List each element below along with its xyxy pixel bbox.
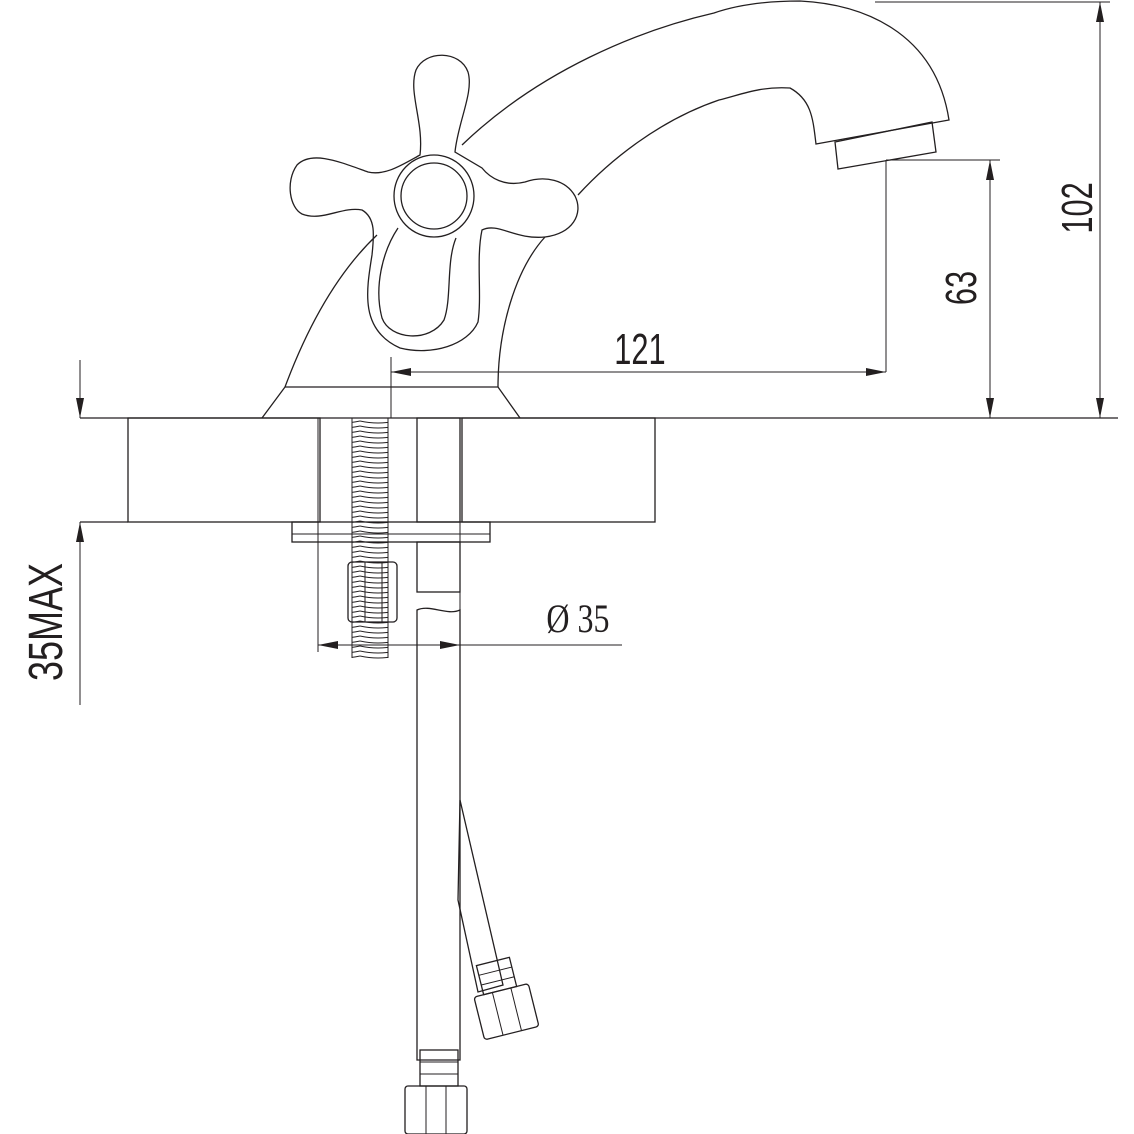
dimension-label-121: 121 xyxy=(614,326,665,375)
dimension-label-35max: 35MAX xyxy=(19,563,72,681)
hose-fitting-2 xyxy=(473,956,539,1040)
dimension-label-102: 102 xyxy=(1054,182,1103,233)
washer xyxy=(291,521,491,543)
aerator xyxy=(834,121,937,170)
countertop-section xyxy=(80,417,1118,523)
mounting-stud xyxy=(291,418,491,660)
dimension-total-height: 102 xyxy=(875,1,1110,418)
dimension-counter-thickness: 35MAX xyxy=(19,360,84,705)
flexible-hoses xyxy=(404,417,539,1134)
dimension-label-diameter-35: Ø 35 xyxy=(546,597,609,641)
dimension-hole-diameter: Ø 35 xyxy=(317,418,622,652)
dimension-label-63: 63 xyxy=(938,271,987,305)
dimension-spout-reach: 121 xyxy=(390,160,887,418)
cross-handle xyxy=(289,54,579,352)
hose-fitting-1 xyxy=(404,1049,468,1134)
dimension-spout-height: 63 xyxy=(886,159,1000,418)
hex-nut xyxy=(347,561,398,623)
faucet-body xyxy=(261,0,950,419)
